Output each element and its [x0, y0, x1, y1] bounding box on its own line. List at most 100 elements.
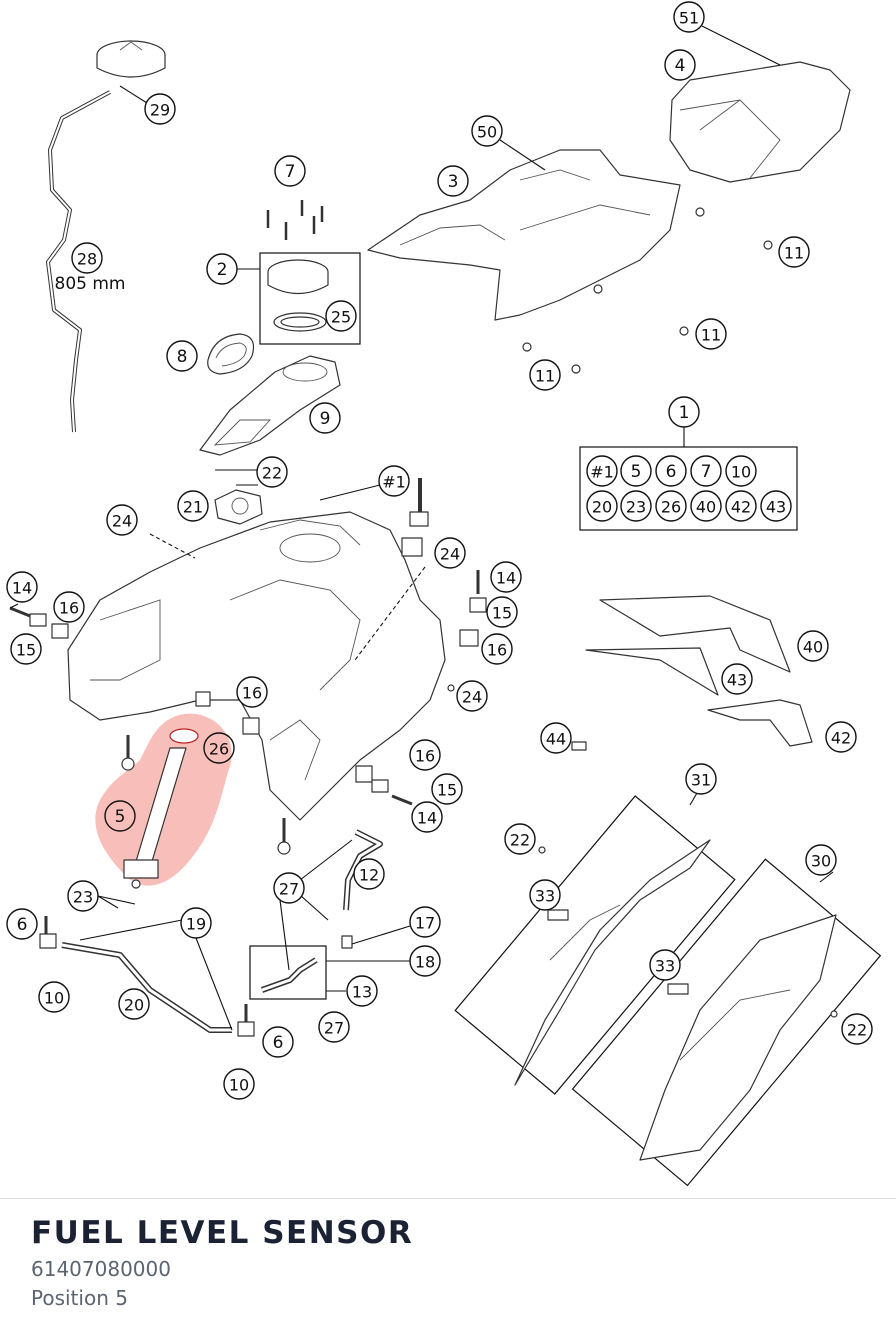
callout-text: 43	[727, 671, 747, 690]
callout-c24b: 24	[434, 537, 466, 569]
callout-text: 10	[731, 463, 751, 482]
callout-text: 10	[44, 989, 64, 1008]
callout-text: 2	[217, 260, 228, 280]
callout-text: 23	[73, 888, 93, 907]
callout-text: 11	[535, 367, 555, 386]
callout-c33b: 33	[649, 949, 681, 981]
callout-text: 20	[124, 996, 144, 1015]
fuel-tank	[67, 511, 446, 821]
callout-text: 8	[177, 347, 188, 367]
callout-text: 43	[766, 498, 786, 517]
callout-c19: 19	[180, 907, 212, 939]
callout-text: 17	[415, 914, 435, 933]
callout-c15c: 15	[431, 773, 463, 805]
front-seat	[367, 149, 681, 321]
callout-c25: 25	[325, 300, 357, 332]
callout-text: 14	[496, 569, 516, 588]
hose-length-label: 805 mm	[55, 274, 126, 294]
callout-text: 18	[415, 953, 435, 972]
callout-c44: 44	[540, 722, 572, 754]
callout-text: 26	[661, 498, 681, 517]
callout-text: 24	[112, 512, 132, 531]
callout-c8: 8	[166, 340, 198, 372]
callout-c14a: 14	[6, 571, 38, 603]
callout-text: 3	[448, 172, 459, 192]
callout-c22a: 22	[256, 456, 288, 488]
pump-flange	[214, 469, 263, 525]
callout-text: 30	[811, 852, 831, 871]
callout-text: 12	[359, 866, 379, 885]
kit-box	[579, 446, 798, 531]
callout-text: 9	[320, 409, 331, 429]
right-fasteners	[355, 478, 487, 806]
sticker-42	[707, 699, 813, 747]
callout-c16a: 16	[53, 591, 85, 623]
callout-chash1: #1	[378, 465, 410, 497]
callout-c4: 4	[664, 49, 696, 81]
callout-c20: 20	[118, 988, 150, 1020]
callout-text: 29	[150, 101, 170, 120]
callout-c13: 13	[346, 975, 378, 1007]
callout-kit_hash1: #1	[586, 455, 618, 487]
callout-text: 16	[487, 641, 507, 660]
callout-text: 5	[115, 807, 126, 827]
callout-c2: 2	[206, 253, 238, 285]
screws-7	[266, 200, 324, 240]
callout-kit_23: 23	[620, 490, 652, 522]
callout-text: 21	[183, 498, 203, 517]
callout-c24a: 24	[106, 504, 138, 536]
exploded-parts-diagram: 805 mm	[6, 1, 882, 1187]
sticker-40	[599, 595, 791, 673]
callout-text: 16	[242, 684, 262, 703]
callout-c31: 31	[685, 763, 717, 795]
callout-c24c: 24	[456, 680, 488, 712]
callout-text: 23	[626, 498, 646, 517]
callout-text: 13	[352, 983, 372, 1002]
callout-text: 22	[847, 1021, 867, 1040]
callout-text: 10	[229, 1076, 249, 1095]
callout-c5: 5	[104, 800, 136, 832]
callout-c21: 21	[177, 490, 209, 522]
callout-text: 28	[77, 250, 97, 269]
callout-kit_20: 20	[586, 490, 618, 522]
callout-text: 44	[546, 730, 566, 749]
callout-c11b: 11	[695, 318, 727, 350]
callout-c29: 29	[144, 93, 176, 125]
callout-c14c: 14	[411, 801, 443, 833]
callout-text: 42	[831, 729, 851, 748]
callout-c15a: 15	[486, 596, 518, 628]
callout-kit_5: 5	[620, 455, 652, 487]
callout-kit_43: 43	[760, 490, 792, 522]
callout-text: 16	[415, 747, 435, 766]
seat-screws	[522, 207, 773, 374]
callout-text: 5	[631, 462, 642, 482]
callout-text: 6	[273, 1033, 284, 1053]
callout-c42: 42	[825, 721, 857, 753]
callout-text: 25	[331, 308, 351, 327]
callout-text: 6	[666, 462, 677, 482]
callout-c51: 51	[673, 1, 705, 33]
callout-c27a: 27	[273, 872, 305, 904]
sticker-43	[585, 647, 719, 696]
callout-c6a: 6	[6, 908, 38, 940]
callout-c14b: 14	[490, 561, 522, 593]
hose-kit-box	[249, 945, 327, 1000]
callout-text: 15	[16, 641, 36, 660]
callout-text: 31	[691, 771, 711, 790]
callout-text: 7	[285, 162, 296, 182]
callout-text: 11	[784, 244, 804, 263]
callout-c40: 40	[797, 630, 829, 662]
callout-c26: 26	[203, 732, 235, 764]
callout-text: 11	[701, 326, 721, 345]
callout-c16d: 16	[409, 739, 441, 771]
screw-bits	[121, 735, 291, 855]
callout-text: 7	[701, 462, 712, 482]
callout-c16c: 16	[236, 676, 268, 708]
callout-c22b: 22	[504, 823, 536, 855]
fuel-cap-box	[259, 252, 361, 345]
callout-text: 20	[592, 498, 612, 517]
callout-text: 42	[731, 498, 751, 517]
callout-text: 6	[17, 915, 28, 935]
callout-c18: 18	[409, 945, 441, 977]
